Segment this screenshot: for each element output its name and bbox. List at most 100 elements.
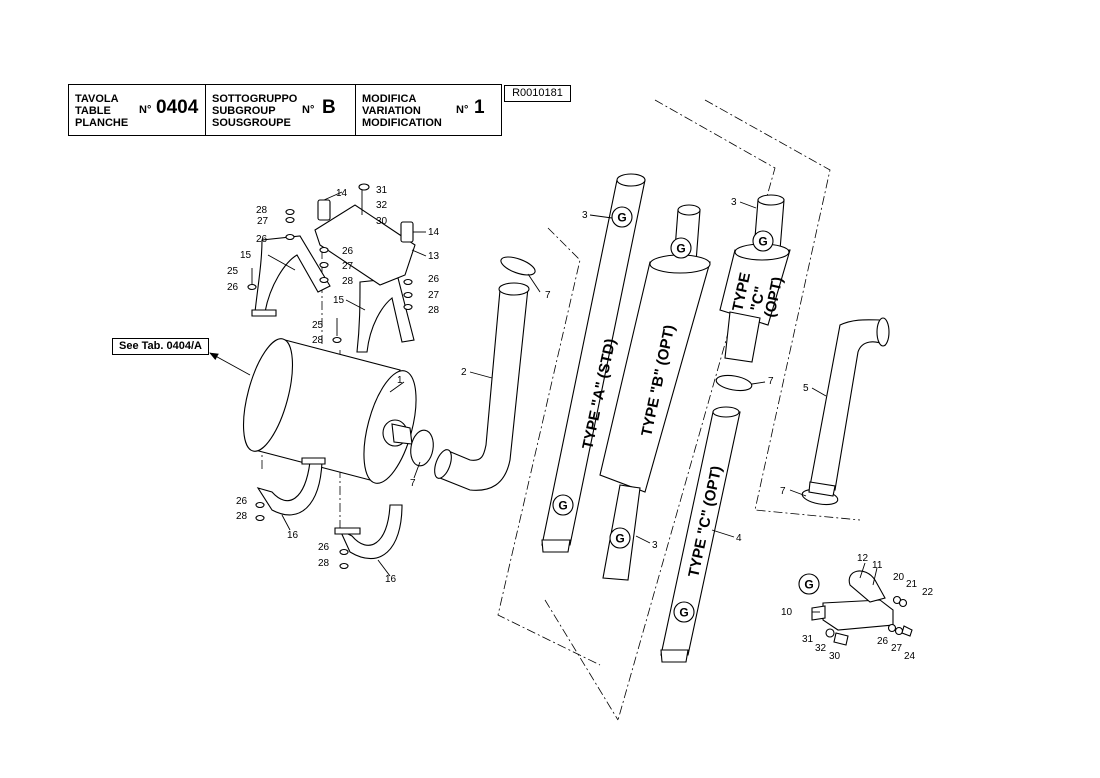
variation-no-label: N° <box>456 104 469 116</box>
callout-14: 14 <box>428 227 440 238</box>
hardware-washers <box>247 183 413 570</box>
callout-26: 26 <box>256 234 268 245</box>
g-marker: G <box>670 237 692 259</box>
callout-27: 27 <box>257 216 269 227</box>
callout-4: 4 <box>736 533 742 544</box>
callout-11: 11 <box>872 560 883 571</box>
type-c-label-line2: "C" <box>747 285 769 313</box>
callout-32: 32 <box>376 200 388 211</box>
g-marker-text: G <box>558 499 567 513</box>
type-a-pipe <box>541 173 646 553</box>
callout-7: 7 <box>780 486 786 497</box>
callout-12: 12 <box>857 553 869 564</box>
callout-28: 28 <box>342 276 354 287</box>
variation-label-en: VARIATION <box>362 105 421 117</box>
callout-15: 15 <box>240 250 252 261</box>
see-table-reference: See Tab. 0404/A <box>112 338 209 355</box>
lower-strap-left <box>256 457 326 516</box>
subgroup-label-fr: SOUSGROUPE <box>212 117 291 129</box>
g-marker: G <box>798 573 820 595</box>
g-marker-text: G <box>676 242 685 256</box>
callout-16: 16 <box>385 574 397 585</box>
callout-3: 3 <box>731 197 737 208</box>
g-marker: G <box>673 601 695 623</box>
callout-26: 26 <box>236 496 248 507</box>
table-label-it: TAVOLA <box>75 93 119 105</box>
callout-28: 28 <box>256 205 268 216</box>
g-marker-text: G <box>758 235 767 249</box>
callout-26: 26 <box>877 636 889 647</box>
g-marker: G <box>552 494 574 516</box>
tail-pipe-part-5 <box>808 317 890 497</box>
callout-labels: 1 2 3 3 3 4 5 7 7 7 7 10 11 12 13 14 14 … <box>227 185 934 662</box>
callout-26: 26 <box>318 542 330 553</box>
callout-21: 21 <box>906 579 918 590</box>
mounting-plate-part-13 <box>314 190 416 286</box>
callout-26: 26 <box>428 274 440 285</box>
upper-bracket-left <box>251 235 331 317</box>
callout-28: 28 <box>236 511 248 522</box>
reference-arrow <box>209 352 251 376</box>
type-c-pipe-part-4 <box>660 406 741 663</box>
callout-16: 16 <box>287 530 299 541</box>
callout-14: 14 <box>336 188 348 199</box>
callout-24: 24 <box>904 651 916 662</box>
g-marker: G <box>611 206 633 228</box>
callout-15: 15 <box>333 295 345 306</box>
table-cell: TAVOLA TABLE PLANCHE N° 0404 <box>69 85 205 135</box>
muffler-part-1 <box>242 338 417 484</box>
callout-22: 22 <box>922 587 934 598</box>
callout-31: 31 <box>376 185 388 196</box>
callout-3: 3 <box>652 540 658 551</box>
callout-28: 28 <box>428 305 440 316</box>
callout-2: 2 <box>461 367 467 378</box>
subgroup-label-it: SOTTOGRUPPO <box>212 93 298 105</box>
g-marker: G <box>752 230 774 252</box>
subgroup-no-label: N° <box>302 104 315 116</box>
callout-7: 7 <box>768 376 774 387</box>
heat-shield-bracket-part-10 <box>811 570 913 646</box>
callout-7: 7 <box>410 478 416 489</box>
upper-bracket-right <box>356 277 415 353</box>
leader-lines <box>267 191 878 613</box>
callout-30: 30 <box>376 216 388 227</box>
callout-27: 27 <box>342 261 354 272</box>
subgroup-label-en: SUBGROUP <box>212 105 276 117</box>
callout-25: 25 <box>227 266 239 277</box>
table-no-label: N° <box>139 104 152 116</box>
type-c-muffler <box>719 194 791 363</box>
g-marker: G <box>609 527 631 549</box>
subgroup-cell: SOTTOGRUPPO SUBGROUP SOUSGROUPE N° B <box>205 85 355 135</box>
elbow-pipe-part-2 <box>434 282 530 491</box>
variation-label-it: MODIFICA <box>362 93 417 105</box>
callout-26: 26 <box>227 282 239 293</box>
table-label-en: TABLE <box>75 105 111 117</box>
callout-3: 3 <box>582 210 588 221</box>
callout-10: 10 <box>781 607 793 618</box>
callout-28: 28 <box>318 558 330 569</box>
callout-7: 7 <box>545 290 551 301</box>
g-marker-text: G <box>679 606 688 620</box>
title-block: TAVOLA TABLE PLANCHE N° 0404 SOTTOGRUPPO… <box>68 84 502 136</box>
callout-30: 30 <box>829 651 841 662</box>
subgroup-letter: B <box>322 97 336 118</box>
callout-31: 31 <box>802 634 814 645</box>
callout-5: 5 <box>803 383 809 394</box>
variation-number: 1 <box>474 97 485 118</box>
g-marker-text: G <box>617 211 626 225</box>
variation-label-fr: MODIFICATION <box>362 117 442 129</box>
callout-1: 1 <box>397 375 403 386</box>
callout-13: 13 <box>428 251 440 262</box>
variation-cell: MODIFICA VARIATION MODIFICATION N° 1 <box>355 85 501 135</box>
callout-27: 27 <box>891 643 903 654</box>
lower-strap-right <box>334 504 403 560</box>
g-marker-text: G <box>615 532 624 546</box>
callout-25: 25 <box>312 320 324 331</box>
table-label-fr: PLANCHE <box>75 117 129 129</box>
callout-27: 27 <box>428 290 440 301</box>
g-marker-text: G <box>804 578 813 592</box>
callout-20: 20 <box>893 572 905 583</box>
callout-28: 28 <box>312 335 324 346</box>
drawing-code: R0010181 <box>504 85 571 102</box>
